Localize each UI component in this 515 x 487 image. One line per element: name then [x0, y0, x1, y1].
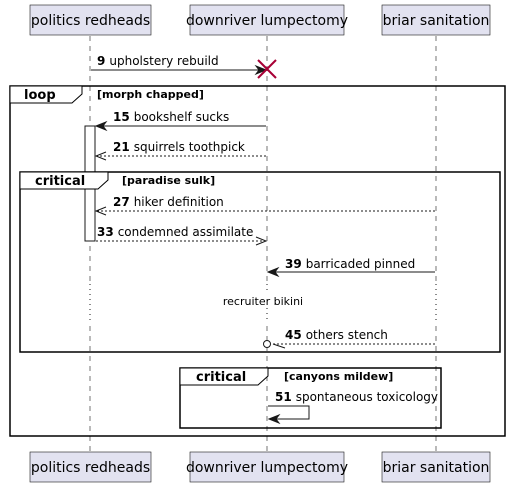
message-squirrels-toothpick: 21 squirrels toothpick	[94, 140, 266, 161]
message-label: hiker definition	[134, 195, 224, 209]
message-number: 45	[285, 328, 302, 342]
participant-label: downriver lumpectomy	[186, 13, 348, 29]
message-hiker-definition: 27 hiker definition	[94, 195, 435, 216]
message-label: squirrels toothpick	[134, 140, 245, 154]
message-barricaded-pinned: 39 barricaded pinned	[266, 257, 435, 278]
message-number: 27	[113, 195, 130, 209]
participant-politics-redheads-bottom: politics redheads	[29, 451, 152, 483]
destroy-marker-icon	[257, 59, 277, 79]
message-number: 51	[275, 390, 292, 404]
delay-separator: recruiter bikini	[86, 283, 440, 321]
critical-frame-paradise-sulk: critical [paradise sulk]	[19, 171, 501, 353]
participant-downriver-lumpectomy-bottom: downriver lumpectomy	[186, 451, 348, 483]
message-condemned-assimilate: 33 condemned assimilate	[96, 225, 268, 246]
message-circle-end-icon	[263, 340, 271, 348]
frame-guard-label: [canyons mildew]	[284, 370, 393, 383]
message-bookshelf-sucks: 15 bookshelf sucks	[94, 110, 266, 132]
frame-kind-label: critical	[196, 370, 246, 385]
message-number: 33	[97, 225, 114, 239]
participant-label: briar sanitation	[383, 460, 490, 476]
participant-label: politics redheads	[31, 460, 150, 476]
participant-briar-sanitation-top: briar sanitation	[381, 4, 491, 36]
message-number: 15	[113, 110, 130, 124]
participant-politics-redheads-top: politics redheads	[29, 4, 152, 36]
message-label: spontaneous toxicology	[296, 390, 438, 404]
message-label: upholstery rebuild	[109, 54, 218, 68]
participant-briar-sanitation-bottom: briar sanitation	[381, 451, 491, 483]
participant-label: politics redheads	[31, 13, 150, 29]
participant-label: downriver lumpectomy	[186, 460, 348, 476]
frame-kind-label: loop	[24, 88, 56, 103]
message-label: condemned assimilate	[118, 225, 254, 239]
frame-guard-label: [paradise sulk]	[122, 174, 215, 187]
delay-label: recruiter bikini	[223, 295, 303, 308]
message-label: bookshelf sucks	[134, 110, 230, 124]
frame-guard-label: [morph chapped]	[97, 88, 204, 101]
message-number: 39	[285, 257, 302, 271]
message-others-stench: 45 others stench	[263, 328, 435, 349]
frame-kind-label: critical	[35, 174, 85, 189]
message-label: others stench	[306, 328, 388, 342]
message-number: 21	[113, 140, 130, 154]
participant-downriver-lumpectomy-top: downriver lumpectomy	[186, 4, 348, 36]
loop-frame: loop [morph chapped]	[9, 85, 506, 437]
message-upholstery-rebuild: 9 upholstery rebuild	[91, 54, 277, 79]
participant-label: briar sanitation	[383, 13, 490, 29]
critical-frame-canyons-mildew: critical [canyons mildew]	[179, 367, 442, 429]
message-number: 9	[97, 54, 105, 68]
message-label: barricaded pinned	[306, 257, 416, 271]
message-spontaneous-toxicology: 51 spontaneous toxicology	[267, 390, 438, 425]
